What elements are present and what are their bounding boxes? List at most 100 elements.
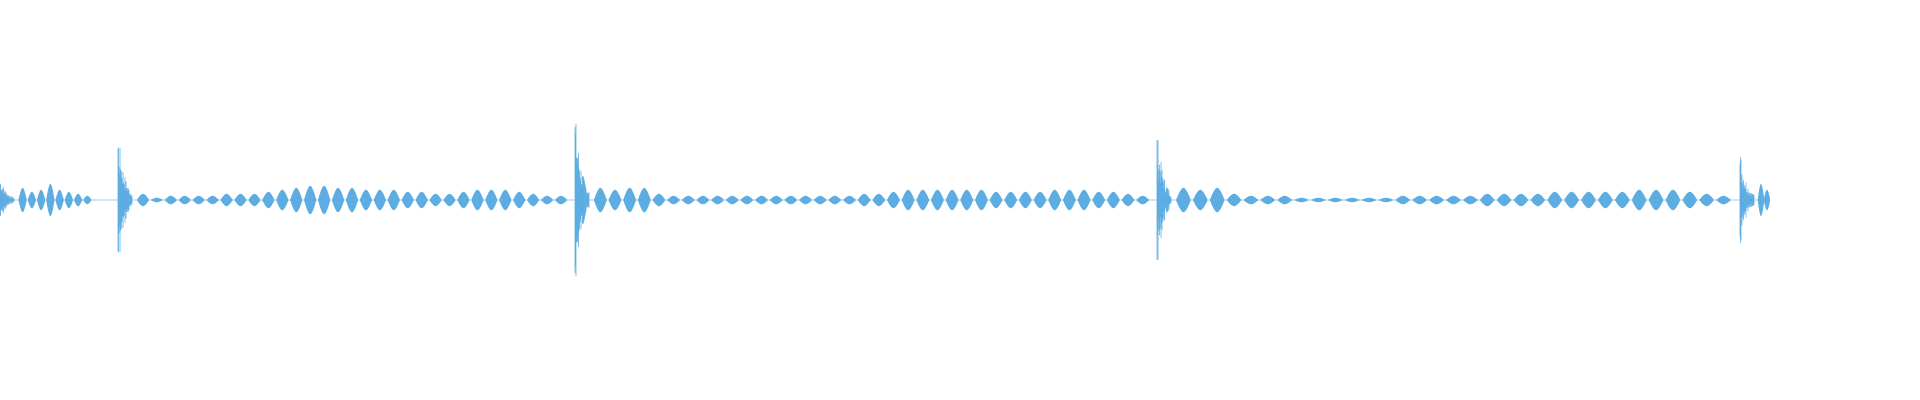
waveform-bead (317, 185, 331, 215)
waveform-bead (429, 193, 442, 207)
waveform-bead (1496, 193, 1512, 207)
waveform-bead (652, 193, 666, 207)
waveform-bead (1310, 197, 1327, 203)
waveform-bead (1699, 193, 1715, 207)
waveform-bead (1378, 197, 1394, 203)
waveform-bead (1513, 193, 1529, 207)
waveform-bead (1530, 193, 1546, 207)
waveform-bead (1243, 195, 1259, 205)
waveform-bead (55, 189, 64, 211)
waveform-bead (1763, 189, 1771, 211)
waveform-bead (331, 187, 345, 213)
waveform-bead (46, 183, 55, 217)
waveform-bead (248, 193, 261, 207)
waveform-bead (1209, 187, 1225, 213)
waveform-bead (1106, 191, 1120, 209)
waveform-bead (513, 191, 526, 209)
waveform-bead (276, 189, 289, 211)
waveform-bead (974, 189, 988, 211)
waveform-bead (373, 189, 387, 211)
waveform-bead (725, 195, 739, 205)
waveform-bead (164, 195, 178, 205)
waveform-bead (290, 187, 303, 213)
waveform-bead (608, 189, 622, 211)
waveform-bead (1018, 191, 1032, 209)
waveform-bead (989, 191, 1003, 209)
waveform-bead (18, 187, 27, 213)
waveform-bead (526, 193, 540, 207)
waveform-bead (234, 193, 247, 207)
waveform-bead (540, 195, 554, 205)
waveform-bead (1048, 189, 1062, 211)
waveform-bead (1462, 195, 1478, 205)
waveform-bead (1429, 195, 1445, 205)
waveform-bead (857, 193, 871, 207)
waveform-bead (1445, 195, 1462, 205)
waveform-bead (1136, 195, 1150, 205)
waveform-bead (813, 195, 827, 205)
waveform-bead (83, 195, 92, 205)
waveform-bead (401, 191, 414, 209)
waveform-bead (1361, 197, 1377, 203)
waveform-bead (1564, 191, 1580, 209)
waveform-bead (960, 189, 974, 211)
waveform-bead (667, 195, 681, 205)
waveform-onset-spike (0, 183, 15, 217)
waveform-bead (443, 193, 456, 207)
waveform-bead (387, 189, 400, 211)
waveform-onset-spike (574, 123, 590, 277)
waveform-bead (1547, 191, 1563, 209)
waveform-bead (73, 193, 83, 207)
waveform-bead (27, 191, 37, 209)
waveform-bead (872, 193, 886, 207)
waveform-bead (64, 191, 74, 209)
waveform-bead (842, 195, 857, 205)
waveform-bead (1631, 189, 1647, 211)
waveform-bead (901, 189, 915, 211)
waveform-bead (798, 195, 813, 205)
waveform-bead (1121, 193, 1135, 207)
waveform-bead (485, 189, 498, 211)
waveform-bead (36, 189, 46, 211)
waveform-bead (1581, 191, 1596, 209)
waveform-bead (150, 197, 164, 203)
waveform-bead (711, 195, 725, 205)
waveform-bead (304, 185, 317, 215)
waveform-bead (1226, 193, 1242, 207)
waveform-bead (262, 191, 275, 209)
waveform-path-group (0, 123, 1771, 277)
waveform-bead (623, 187, 637, 213)
waveform-bead (1293, 197, 1310, 203)
waveform-bead (499, 189, 512, 211)
waveform-bead (740, 195, 754, 205)
waveform-bead (136, 193, 150, 207)
waveform-bead (1648, 189, 1664, 211)
waveform-onset-spike (117, 147, 133, 253)
waveform-bead (1277, 195, 1293, 205)
waveform-bead (637, 187, 651, 213)
waveform-bead (220, 193, 233, 207)
waveform-bead (471, 189, 484, 211)
waveform-bead (784, 195, 798, 205)
waveform-bead (1260, 195, 1276, 205)
waveform-bead (886, 191, 900, 209)
waveform-bead (178, 195, 192, 205)
waveform-bead (554, 195, 568, 205)
waveform-bead (1479, 193, 1495, 207)
waveform-bead (930, 189, 944, 211)
waveform-bead (415, 191, 428, 209)
waveform-bead (769, 195, 783, 205)
waveform-onset-spike (1739, 157, 1755, 243)
waveform-bead (1192, 189, 1208, 211)
waveform-bead (1327, 197, 1344, 203)
waveform-bead (754, 195, 769, 205)
waveform-bead (593, 187, 607, 213)
waveform-bead (1597, 191, 1613, 209)
waveform-onset-spike (1156, 140, 1172, 260)
waveform-bead (457, 191, 470, 209)
waveform-bead (1004, 191, 1018, 209)
waveform-bead (1344, 197, 1361, 203)
waveform-bead (192, 195, 205, 205)
